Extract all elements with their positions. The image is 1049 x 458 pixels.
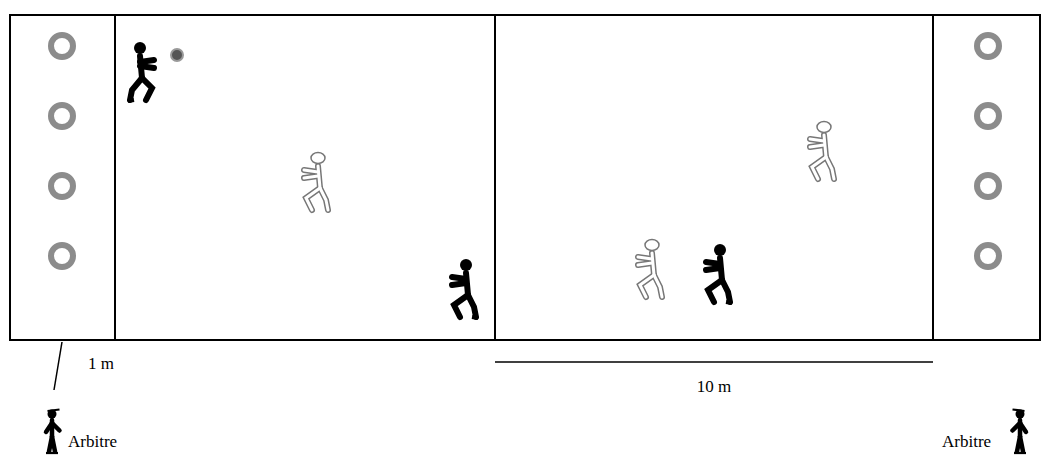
field-border [10, 15, 1040, 340]
player-dark [706, 244, 732, 303]
field-line [494, 15, 496, 340]
hoop [977, 105, 999, 127]
leader-line [54, 342, 62, 390]
hoop [51, 105, 73, 127]
hoop [977, 175, 999, 197]
referee-label: Arbitre [942, 433, 991, 452]
ball [171, 49, 183, 61]
referee [1013, 410, 1027, 454]
player-dark [452, 259, 478, 318]
player-light [638, 240, 662, 298]
referee [46, 410, 60, 454]
hoop [51, 245, 73, 267]
dimension-line [495, 361, 933, 363]
field [10, 15, 1040, 390]
hoop [51, 175, 73, 197]
field-line [932, 15, 934, 340]
player-light [304, 153, 328, 211]
field-line [114, 15, 116, 340]
hoop [51, 35, 73, 57]
dimension-label: 10 m [697, 378, 731, 397]
player-dark [128, 42, 154, 101]
referee-label: Arbitre [68, 433, 117, 452]
hoop [977, 245, 999, 267]
player-light [810, 122, 834, 180]
dimension-label: 1 m [88, 355, 114, 374]
hoop [977, 35, 999, 57]
